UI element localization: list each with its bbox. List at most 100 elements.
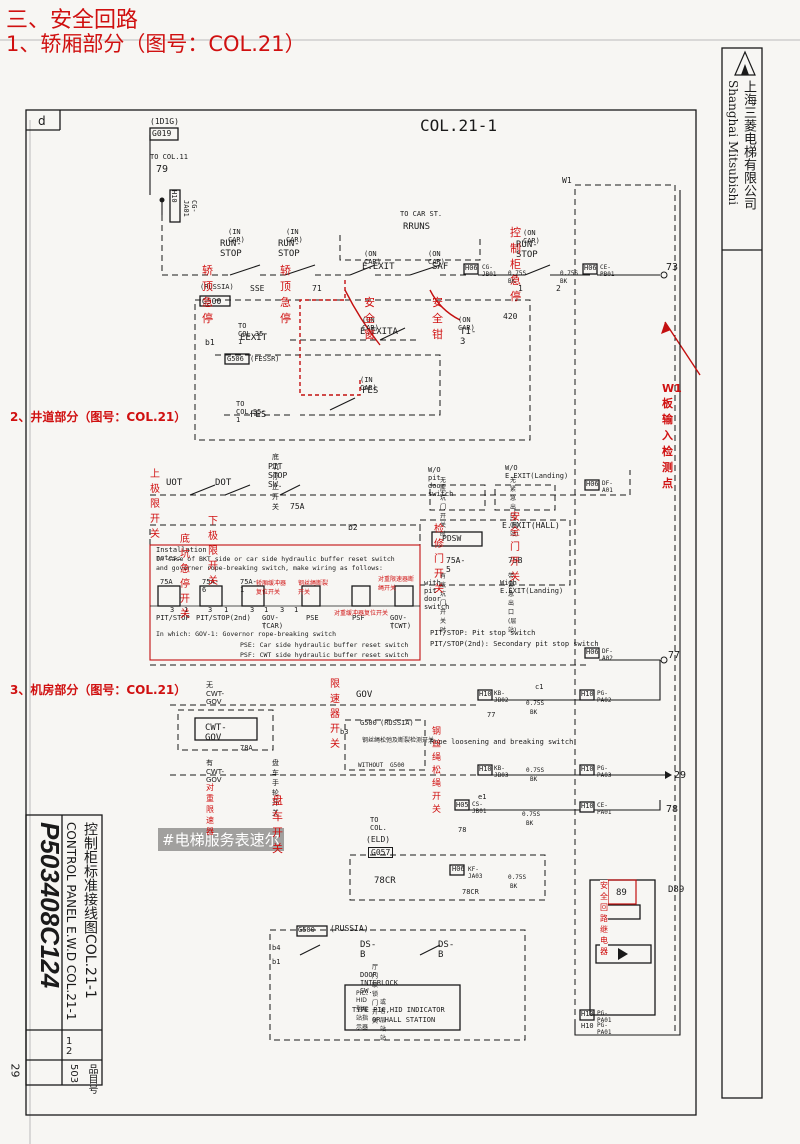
n1-label: 1 bbox=[518, 284, 523, 293]
fes-switch: FES bbox=[362, 386, 379, 396]
h06-connector bbox=[463, 263, 479, 275]
h10-landing: H10 bbox=[581, 1022, 594, 1030]
h10-connector bbox=[169, 189, 181, 223]
n78cr-b: 78CR bbox=[462, 888, 479, 896]
logo-mark bbox=[741, 64, 749, 75]
g506-label: G506 bbox=[227, 355, 244, 363]
saf-label: SAF bbox=[432, 262, 449, 272]
e1-label: e1 bbox=[478, 793, 487, 801]
sw-75a6: 75A-6 bbox=[202, 578, 219, 594]
b1-landing: b1 bbox=[272, 958, 281, 966]
gov-t-car: GOV-T bbox=[262, 614, 279, 630]
terminal-73 bbox=[660, 271, 668, 279]
type-pic: TYPE PIC,HID INDICATOR bbox=[352, 1006, 445, 1014]
drawing-number: P503408C124 bbox=[35, 822, 65, 989]
h10-connector bbox=[579, 764, 595, 776]
on-car-4: (ON CAR) bbox=[362, 316, 379, 332]
pin-3d: 3 bbox=[280, 606, 285, 614]
ce-pa01: CE-PA01 bbox=[597, 802, 612, 816]
with-e-exit: With E.EXIT(Landing) bbox=[500, 579, 564, 595]
kb-jb03: KB-JB03 bbox=[494, 765, 509, 779]
annot-emergency-door: 安全门开关 bbox=[510, 512, 520, 583]
wire-d: 0.75S bbox=[508, 874, 527, 881]
pdsw-label: PDSW bbox=[442, 534, 462, 543]
on-car-1: (ON CAR) bbox=[364, 250, 381, 266]
b1-label: b1 bbox=[205, 338, 215, 347]
kf-ja03: KF-JA03 bbox=[468, 866, 483, 880]
on-car-5: (ON CAR) bbox=[458, 316, 475, 332]
pin-3b: 3 bbox=[208, 606, 213, 614]
inst-notes-2: In case of BKT side or car side hydrauli… bbox=[156, 555, 395, 563]
pse-tag: PSE bbox=[306, 614, 319, 622]
wire-b: 0.75S bbox=[526, 767, 545, 774]
e-exit-label: E.EXIT bbox=[362, 262, 395, 272]
col11-label: TO COL.11 bbox=[150, 153, 188, 161]
in-car-2: (IN CAR) bbox=[286, 228, 303, 244]
russia-landing: (RUSSIA) bbox=[330, 924, 369, 933]
annot-cwt-buffer: 对重缓冲器复位开关 bbox=[334, 610, 389, 617]
in-car-1: (IN CAR) bbox=[228, 228, 245, 244]
no-cwt-gov: 无CWT-GOV bbox=[206, 681, 224, 706]
wo-e-exit-cn: 无紧急出口(层站) bbox=[510, 477, 519, 538]
terminal-77: 77 bbox=[668, 650, 681, 661]
notes-highlight bbox=[149, 544, 421, 661]
h10-connector bbox=[477, 764, 493, 776]
eld-label: (ELD) bbox=[366, 835, 391, 844]
terminal-78: 78 bbox=[666, 804, 679, 815]
c1-label: c1 bbox=[535, 683, 544, 691]
fes-label: FES bbox=[250, 410, 267, 420]
annot-rope-loose: 钢丝绳松绳开关 bbox=[432, 727, 442, 815]
wo-pit-door: W/O pit door switch bbox=[428, 466, 454, 498]
g057-label: G057 bbox=[368, 847, 394, 858]
h06-connector bbox=[449, 864, 465, 876]
hall-station-box bbox=[344, 984, 461, 1031]
pit-stop-label: PIT STOP SW. bbox=[268, 462, 288, 489]
e-exit-box bbox=[494, 484, 556, 511]
h10-m2: H10 bbox=[581, 690, 594, 698]
n78cr-a: 78CR bbox=[374, 876, 396, 886]
sheet-title: COL.21-1 bbox=[420, 116, 498, 135]
with-e-exit-cn: 带紧急出口(层站) bbox=[508, 573, 517, 634]
wo-e-exit: W/O E.EXIT(Landing) bbox=[505, 464, 569, 480]
which-gov: In which: GOV-1: Governor rope-breaking … bbox=[156, 630, 337, 638]
cwt-tag: (CWT) bbox=[390, 622, 412, 630]
ds-b-switch bbox=[419, 944, 441, 956]
door-interlock: DOOR INTERLOCK SW. bbox=[360, 971, 398, 995]
col35-1: TO COL.35-1 bbox=[238, 322, 268, 346]
switch-contact bbox=[409, 264, 441, 276]
company-name-en: Shanghai Mitsubishi bbox=[726, 80, 740, 206]
pin-1b: 1 bbox=[224, 606, 229, 614]
h06-m: H06 bbox=[452, 865, 465, 873]
rope-sw-cn: 钢丝绳松弛及断裂检测开关 bbox=[362, 737, 435, 744]
pit-stop-desc: PIT/STOP: Pit stop switch bbox=[430, 629, 536, 637]
company-name-cn: 上海三菱电梯有限公司 bbox=[741, 80, 756, 210]
kb-jb02: KB-JB02 bbox=[494, 690, 509, 704]
n78a: 78A bbox=[240, 744, 253, 752]
drawing-title-cn: 控制柜标准接线图COL.21-1 bbox=[82, 822, 98, 999]
pin-1a: 1 bbox=[184, 606, 189, 614]
cg-ja01-label: CG-JA01 bbox=[182, 200, 198, 217]
pg-pa01-m: PG-PA01 bbox=[597, 1010, 612, 1024]
h05-connector bbox=[454, 799, 470, 811]
cwt-gov-device bbox=[194, 717, 258, 741]
h10-m4: H10 bbox=[581, 765, 594, 773]
g500-landing: G500 bbox=[298, 926, 315, 934]
car-g500-box bbox=[194, 299, 531, 441]
psf-desc: PSF: CWT side hydraulic buffer reset swi… bbox=[240, 651, 409, 659]
part-label: 品目号 bbox=[86, 1064, 97, 1094]
on-car-3: (ON CAR) bbox=[523, 229, 540, 245]
run-stop-3: RUN-STOP bbox=[516, 240, 538, 260]
g500-tag bbox=[296, 925, 328, 937]
hoistway-switch-row bbox=[150, 585, 420, 607]
annot-relay: 安全回路继电器 bbox=[600, 880, 608, 957]
g506-tag bbox=[224, 353, 250, 365]
g019-label: G019 bbox=[152, 129, 172, 138]
highlight-trace bbox=[299, 280, 361, 396]
rope-switch-box bbox=[344, 719, 426, 771]
psf-tag: PSF bbox=[352, 614, 365, 622]
or-hall: OR HALL STATION bbox=[372, 1016, 436, 1024]
gov-label: GOV bbox=[356, 690, 373, 700]
e-exita-label: E.EXITA bbox=[360, 327, 398, 337]
left-title-block bbox=[25, 814, 103, 1086]
ds-b-2: DS-B bbox=[438, 940, 455, 960]
